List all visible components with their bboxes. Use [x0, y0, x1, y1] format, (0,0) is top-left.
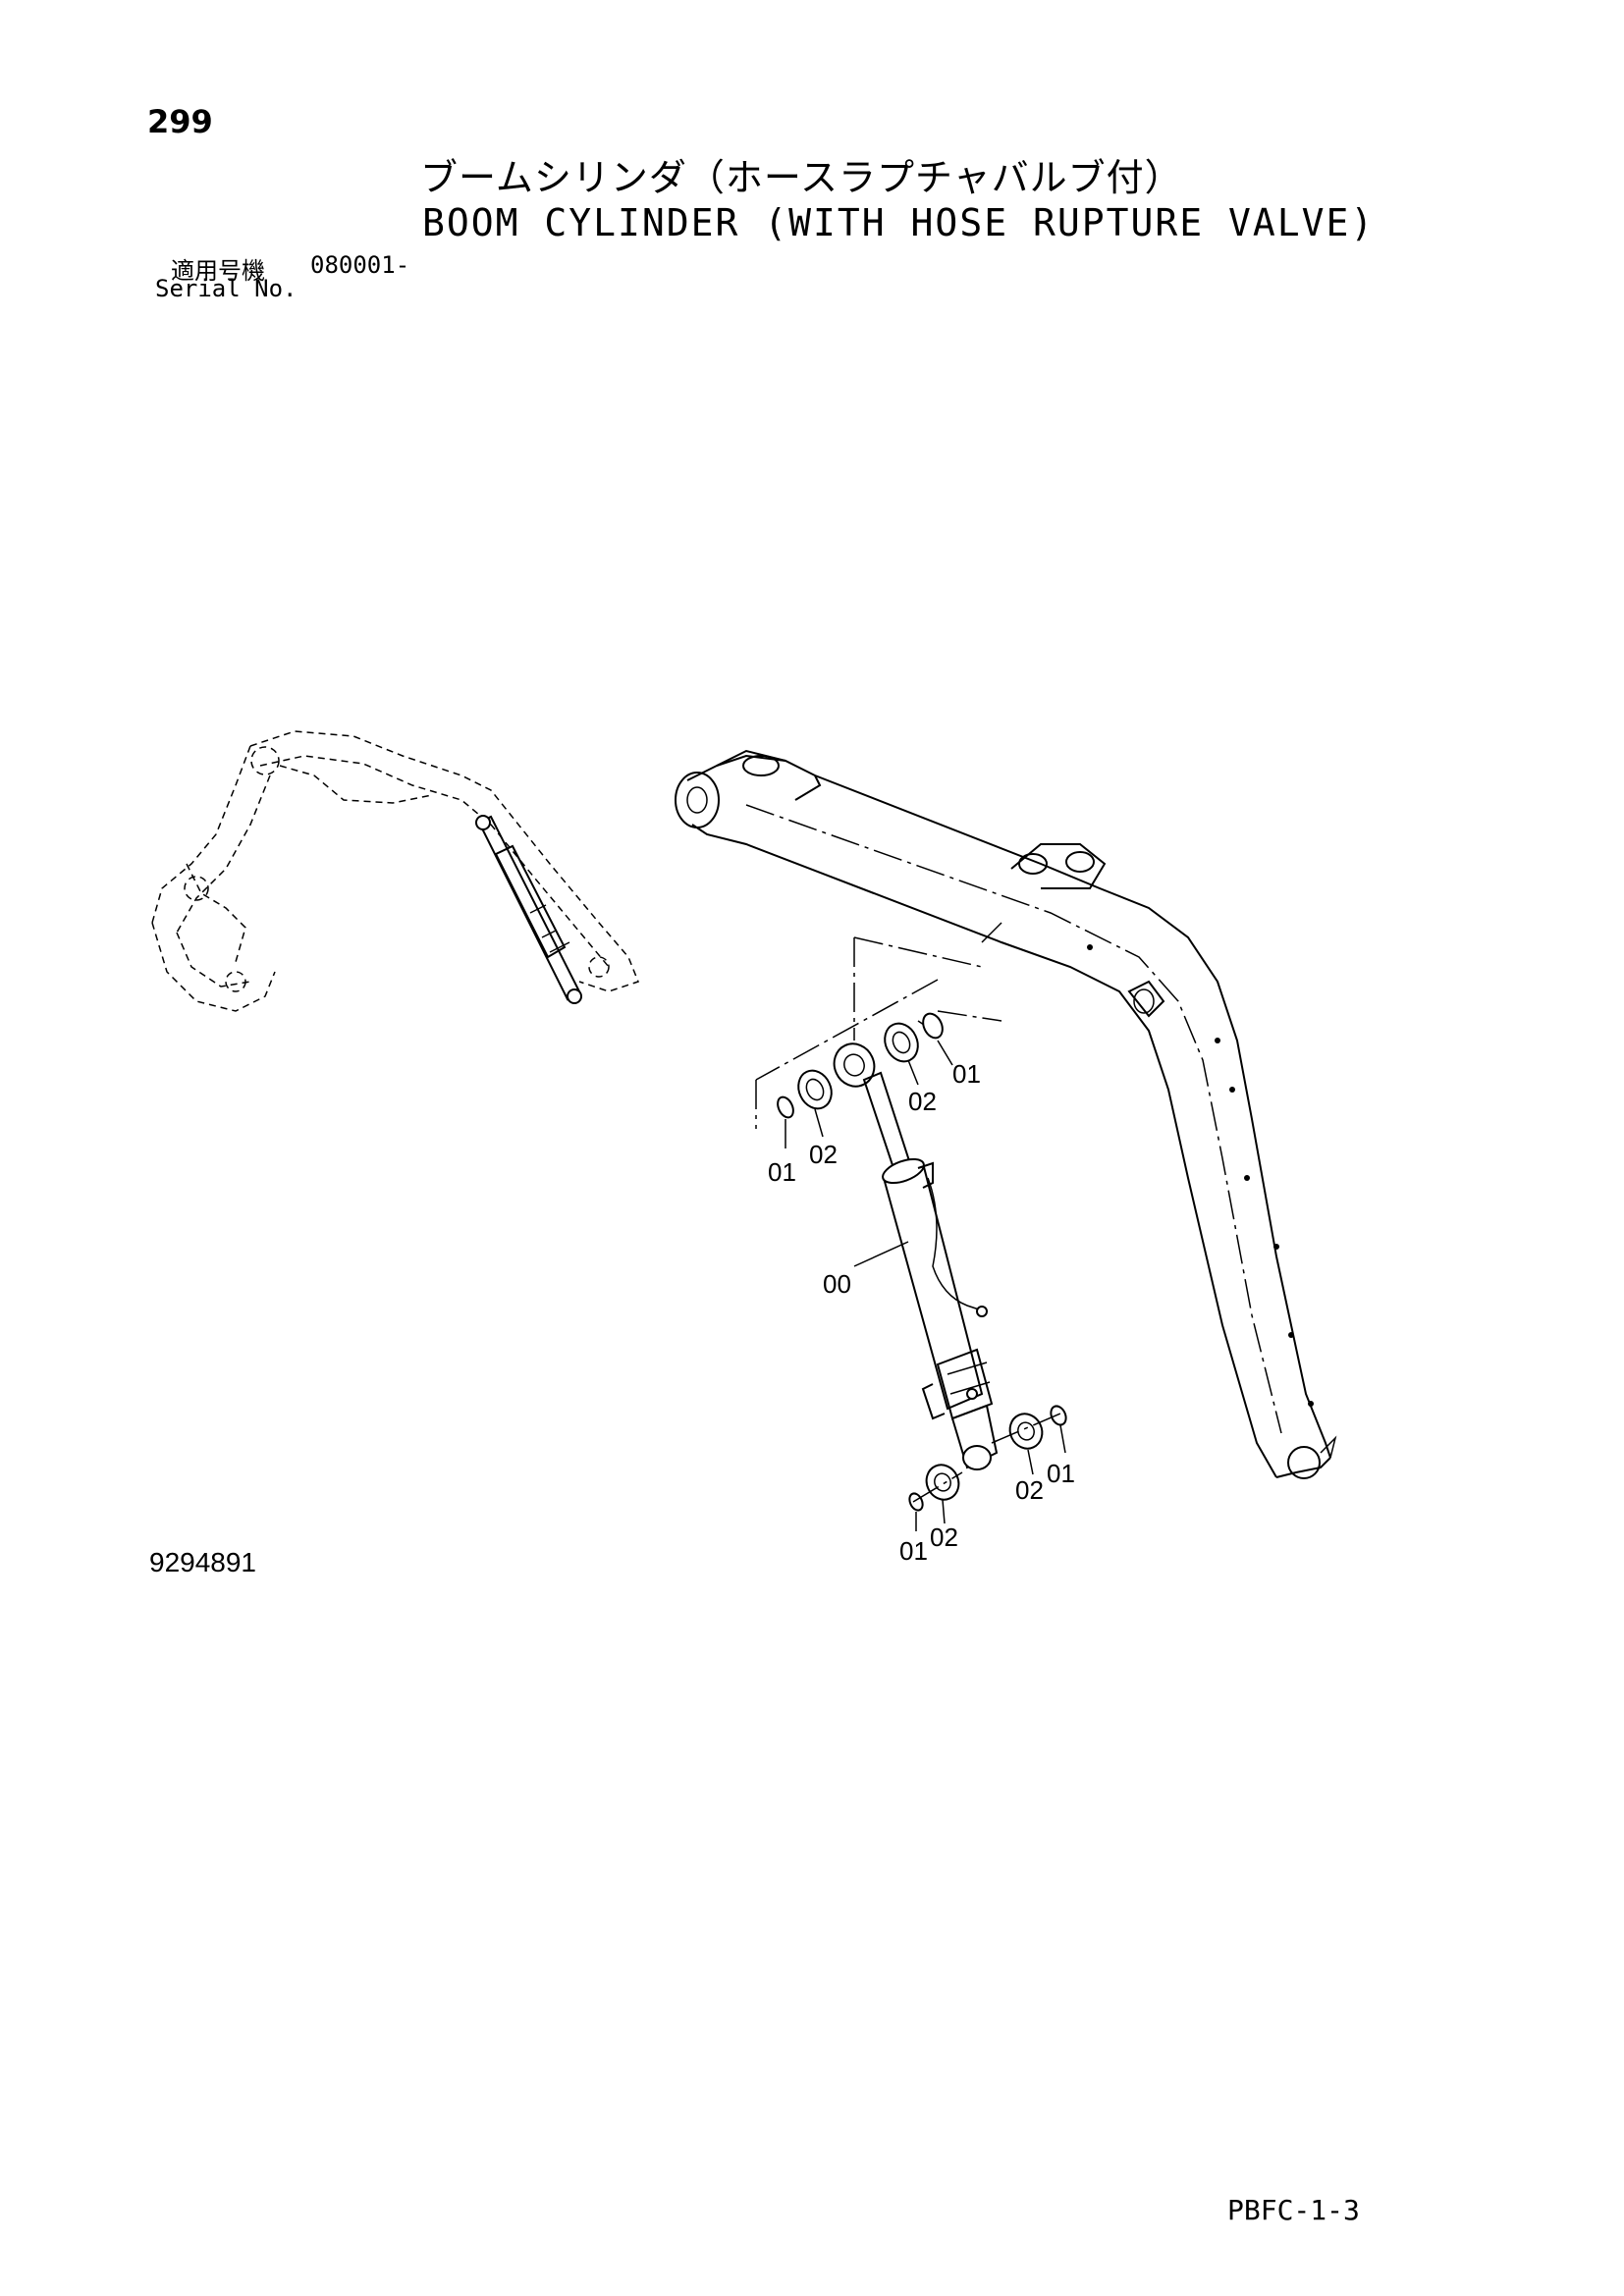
- callout-02-upper-left: 02: [809, 1140, 838, 1169]
- serial-range: 080001-: [310, 251, 410, 279]
- serial-label-english: Serial No.: [155, 275, 298, 302]
- page-title-english: BOOM CYLINDER (WITH HOSE RUPTURE VALVE): [422, 201, 1376, 244]
- callout-leaders: [785, 1040, 1066, 1531]
- sheet-code: PBFC-1-3: [1227, 2194, 1360, 2226]
- callout-01-upper-left: 01: [768, 1157, 796, 1187]
- callout-00-cylinder: 00: [823, 1269, 851, 1299]
- callout-02-upper-right: 02: [908, 1087, 937, 1116]
- lower-pin-parts: [908, 1405, 1067, 1512]
- callout-02-lower-left: 02: [930, 1522, 958, 1552]
- page-title-japanese: ブームシリンダ（ホースラプチャバルブ付）: [420, 156, 1183, 199]
- callout-01-lower-right: 01: [1047, 1459, 1075, 1488]
- alignment-lines: [755, 936, 1002, 1129]
- callout-02-lower-right: 02: [1015, 1475, 1044, 1505]
- boom-cylinder: [862, 1071, 999, 1470]
- serial-label-japanese: 適用号機: [171, 257, 265, 285]
- page-number: 299: [147, 103, 213, 140]
- upper-pin-parts: [777, 1012, 944, 1119]
- callout-01-lower-left: 01: [899, 1536, 928, 1566]
- boom-outline: [675, 749, 1337, 1479]
- callout-01-upper-right: 01: [952, 1059, 981, 1089]
- drawing-number: 9294891: [149, 1547, 257, 1577]
- callout-labels: 01 02 01 02 00 02 01 01 02: [768, 1059, 1075, 1566]
- overview-excavator-arm: [151, 730, 639, 1012]
